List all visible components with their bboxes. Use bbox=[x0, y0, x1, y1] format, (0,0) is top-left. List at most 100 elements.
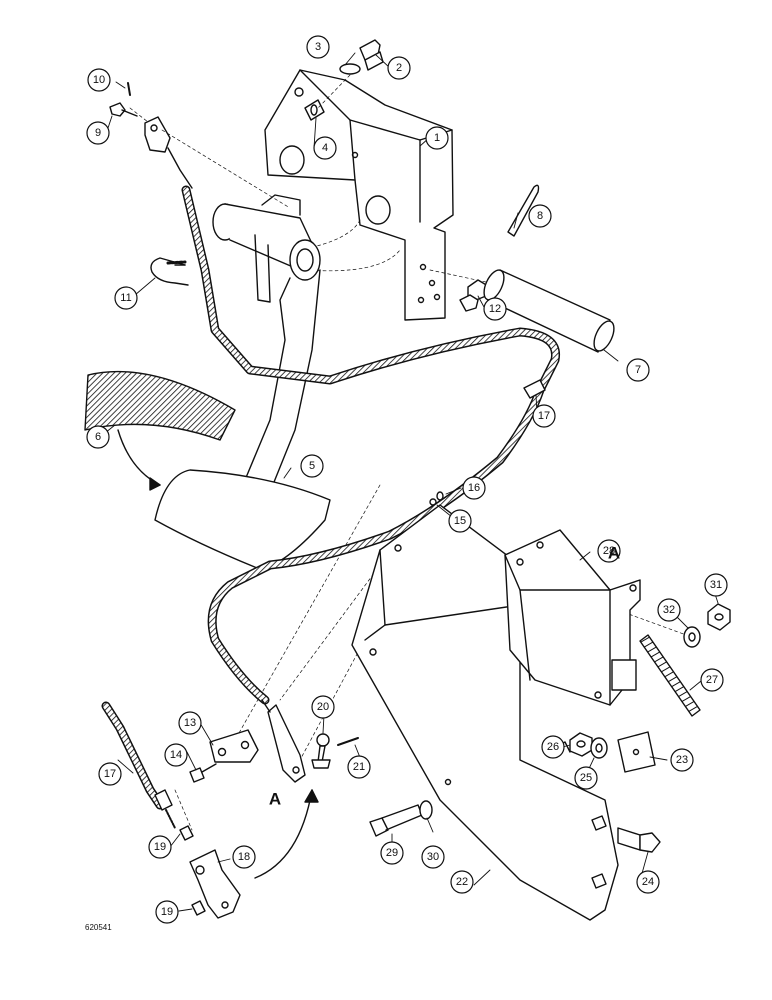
callout-number: 4 bbox=[322, 142, 328, 154]
cable-17-lower bbox=[101, 701, 176, 829]
callout-circle bbox=[155, 900, 179, 924]
clevis-18 bbox=[189, 849, 241, 919]
bolt-24 bbox=[617, 827, 661, 853]
callout-circle bbox=[541, 735, 565, 759]
callout-number: 8 bbox=[537, 210, 543, 222]
callout-number: 20 bbox=[317, 701, 329, 713]
hose-end-top bbox=[144, 116, 193, 189]
clevis-13 bbox=[209, 729, 259, 763]
callout-circle bbox=[306, 35, 330, 59]
callout-circle bbox=[528, 204, 552, 228]
arrow-a bbox=[254, 789, 313, 879]
callout-circle bbox=[98, 762, 122, 786]
hose-end-a bbox=[261, 699, 306, 783]
nut-4 bbox=[304, 99, 325, 121]
spring-pin-21 bbox=[337, 737, 359, 746]
callout-circle bbox=[597, 539, 621, 563]
callout-circle bbox=[86, 425, 110, 449]
callout-circle bbox=[574, 766, 598, 790]
callout-number: 22 bbox=[456, 876, 468, 888]
callout-circle bbox=[86, 121, 110, 145]
callout-number: 13 bbox=[184, 717, 196, 729]
callout-circle bbox=[311, 695, 335, 719]
washer-3 bbox=[339, 63, 361, 75]
callout-circle bbox=[178, 711, 202, 735]
callout-circle bbox=[450, 870, 474, 894]
callout-number: 24 bbox=[642, 876, 654, 888]
figure-code: 620541 bbox=[85, 923, 112, 932]
callout-number: 25 bbox=[580, 772, 592, 784]
callout-number: 3 bbox=[315, 41, 321, 53]
callout-number: 29 bbox=[386, 847, 398, 859]
cotter-pin-10 bbox=[127, 82, 131, 96]
callout-number: 6 bbox=[95, 431, 101, 443]
view-letter-a-lower: A bbox=[269, 790, 281, 809]
mounting-bracket bbox=[264, 69, 454, 321]
callout-number: 17 bbox=[538, 410, 550, 422]
callout-number: 21 bbox=[353, 761, 365, 773]
callout-circle bbox=[300, 454, 324, 478]
callout-number: 32 bbox=[663, 604, 675, 616]
nut-26 bbox=[569, 732, 593, 757]
washer-25 bbox=[590, 737, 608, 759]
callout-circle bbox=[380, 841, 404, 865]
callout-circle bbox=[700, 668, 724, 692]
callout-circle bbox=[232, 845, 256, 869]
callout-number: 5 bbox=[309, 460, 315, 472]
valve-body-28 bbox=[504, 529, 641, 706]
callout-circle bbox=[164, 743, 188, 767]
callout-number: 14 bbox=[170, 749, 182, 761]
callout-circle bbox=[87, 68, 111, 92]
callout-number: 28 bbox=[603, 545, 615, 557]
view-letter-a-upper: A bbox=[608, 544, 620, 563]
callout-number: 17 bbox=[104, 768, 116, 780]
nut-19-top bbox=[179, 825, 194, 841]
callout-number: 10 bbox=[93, 74, 105, 86]
fitting-16 bbox=[436, 491, 444, 501]
callout-circle bbox=[421, 845, 445, 869]
callout-number: 7 bbox=[635, 364, 641, 376]
nut-31 bbox=[707, 603, 731, 631]
callout-group: 1234567891011121314151617171819192021222… bbox=[86, 35, 728, 924]
pedal-arm bbox=[212, 194, 321, 493]
callout-circle bbox=[704, 573, 728, 597]
plate-23 bbox=[617, 731, 656, 773]
callout-number: 11 bbox=[120, 292, 131, 304]
callout-number: 18 bbox=[238, 851, 250, 863]
callout-circle bbox=[114, 286, 138, 310]
callout-number: 9 bbox=[95, 127, 101, 139]
callout-circle bbox=[483, 297, 507, 321]
callout-leaders bbox=[104, 52, 719, 912]
callout-number: 2 bbox=[396, 62, 402, 74]
callout-circle bbox=[657, 598, 681, 622]
spring-27 bbox=[639, 634, 701, 717]
pivot-shaft-7 bbox=[483, 269, 615, 353]
callout-circle bbox=[313, 136, 337, 160]
nut-19-bottom bbox=[191, 900, 206, 916]
callout-circle bbox=[532, 404, 556, 428]
washer-32 bbox=[683, 626, 701, 648]
washer-30 bbox=[419, 800, 433, 820]
callout-circle bbox=[626, 358, 650, 382]
ball-stud-20 bbox=[311, 733, 331, 769]
callout-circle bbox=[462, 476, 486, 500]
callout-number: 1 bbox=[434, 132, 440, 144]
bolt-2 bbox=[359, 39, 384, 71]
fitting-15 bbox=[429, 498, 437, 506]
callout-circle bbox=[148, 835, 172, 859]
callout-number: 19 bbox=[161, 906, 173, 918]
callout-circle bbox=[425, 126, 449, 150]
pin-9 bbox=[109, 102, 138, 117]
arrow-pad bbox=[117, 429, 161, 486]
callout-circle bbox=[636, 870, 660, 894]
callout-circle bbox=[448, 509, 472, 533]
pedal-pad bbox=[154, 469, 331, 571]
callout-number: 23 bbox=[676, 754, 688, 766]
callout-circle bbox=[670, 748, 694, 772]
callout-number: 16 bbox=[468, 482, 480, 494]
u-bolt-11 bbox=[150, 257, 189, 286]
callout-number: 30 bbox=[427, 851, 439, 863]
bolt-29 bbox=[369, 804, 423, 837]
